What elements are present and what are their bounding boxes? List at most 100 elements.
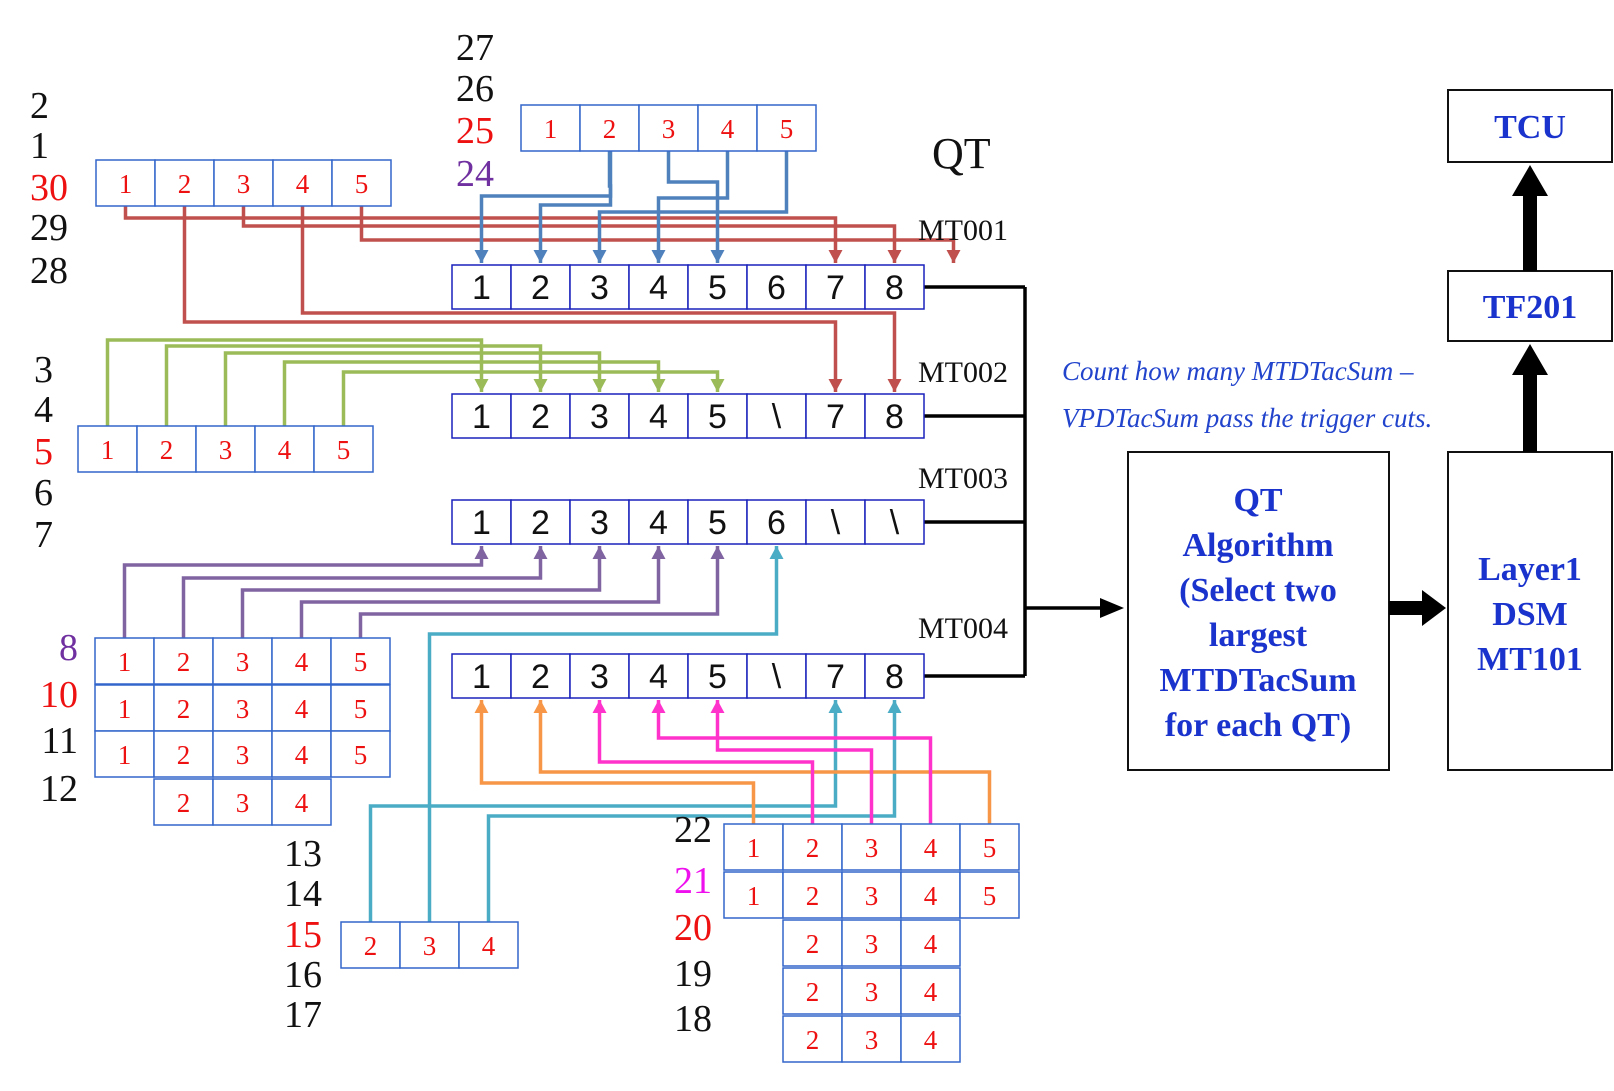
detector-cell bbox=[959, 823, 1020, 871]
signal-wire bbox=[164, 344, 543, 426]
detector-cell bbox=[782, 871, 843, 919]
detector-cell-label: 5 bbox=[780, 114, 794, 144]
layer1-dsm-box bbox=[1447, 451, 1613, 771]
qt-cell bbox=[628, 393, 689, 439]
wire-arrowhead bbox=[710, 379, 725, 392]
detector-cell bbox=[153, 730, 214, 778]
detector-cell bbox=[271, 778, 332, 826]
detector-cell bbox=[313, 425, 374, 473]
detector-cell-label: 4 bbox=[924, 1025, 938, 1055]
qt-cell-label: 5 bbox=[708, 658, 727, 696]
wire-arrowhead bbox=[710, 546, 725, 559]
qt-cell-label: 4 bbox=[649, 658, 668, 696]
backleg-label: 4 bbox=[34, 389, 53, 431]
qt-cell-label: 3 bbox=[590, 269, 609, 307]
signal-wire bbox=[656, 151, 730, 263]
qt-cell-label: 5 bbox=[708, 504, 727, 542]
backleg-label: 21 bbox=[674, 860, 712, 902]
backleg-label: 11 bbox=[41, 720, 78, 762]
qt-cell-label: 3 bbox=[590, 504, 609, 542]
detector-cell bbox=[271, 637, 332, 685]
detector-cell bbox=[900, 1015, 961, 1063]
qt-board-name: MT002 bbox=[918, 356, 1008, 389]
detector-cell-label: 3 bbox=[236, 694, 250, 724]
detector-cell bbox=[841, 919, 902, 967]
qt-cell bbox=[805, 499, 866, 545]
detector-cell bbox=[94, 730, 155, 778]
qt-cell-label: 5 bbox=[708, 269, 727, 307]
layer1-line-1: Layer1 bbox=[1478, 551, 1582, 588]
qt-board-name: MT003 bbox=[918, 462, 1008, 495]
detector-cell bbox=[841, 1015, 902, 1063]
backleg-label: 2 bbox=[30, 85, 49, 127]
tcu-box bbox=[1447, 89, 1613, 163]
detector-cell-label: 5 bbox=[355, 169, 369, 199]
backleg-label: 14 bbox=[284, 873, 322, 915]
qt-cell-label: 2 bbox=[531, 269, 550, 307]
qt-cell bbox=[864, 264, 925, 310]
detector-cell-label: 2 bbox=[364, 931, 378, 961]
wire-arrowhead bbox=[828, 700, 843, 713]
detector-cell-label: 3 bbox=[865, 881, 879, 911]
detector-cell bbox=[458, 921, 519, 969]
backleg-label: 3 bbox=[34, 349, 53, 391]
signal-wire bbox=[240, 546, 602, 638]
qt-cell-label: \ bbox=[831, 504, 841, 542]
tf201-label: TF201 bbox=[1483, 289, 1577, 326]
detector-cell-label: 4 bbox=[924, 977, 938, 1007]
detector-cell-label: 4 bbox=[924, 833, 938, 863]
detector-cell bbox=[723, 871, 784, 919]
signal-wire bbox=[182, 206, 838, 392]
wire-layer bbox=[105, 151, 1124, 922]
algorithm-line-6: for each QT) bbox=[1165, 707, 1351, 744]
signal-wire bbox=[299, 546, 661, 638]
detector-cell-label: 4 bbox=[296, 169, 310, 199]
qt-cell bbox=[687, 653, 748, 699]
qt-cell bbox=[864, 499, 925, 545]
detector-cell-label: 3 bbox=[219, 435, 233, 465]
detector-cell-label: 2 bbox=[177, 740, 191, 770]
qt-cell bbox=[687, 264, 748, 310]
qt-cell bbox=[746, 393, 807, 439]
detector-cell bbox=[213, 159, 274, 207]
detector-cell bbox=[330, 684, 391, 732]
signal-wire bbox=[241, 206, 897, 263]
signal-wire bbox=[105, 338, 484, 426]
detector-cell-label: 2 bbox=[178, 169, 192, 199]
backleg-label: 13 bbox=[284, 833, 322, 875]
qt-cell-label: 6 bbox=[767, 504, 786, 542]
qt-cell bbox=[864, 653, 925, 699]
detector-cell-label: 5 bbox=[983, 833, 997, 863]
detector-cell bbox=[271, 730, 332, 778]
detector-cell bbox=[782, 967, 843, 1015]
detector-cell bbox=[331, 159, 392, 207]
detector-cell-label: 1 bbox=[101, 435, 115, 465]
tf201-box bbox=[1447, 270, 1613, 342]
detector-cell-label: 1 bbox=[119, 169, 133, 199]
qt-cell bbox=[628, 499, 689, 545]
qt-cell bbox=[451, 653, 512, 699]
detector-cell-label: 1 bbox=[747, 833, 761, 863]
detector-cell-label: 5 bbox=[337, 435, 351, 465]
wire-arrowhead bbox=[651, 379, 666, 392]
backleg-label: 22 bbox=[674, 809, 712, 851]
detector-cell bbox=[959, 871, 1020, 919]
flow-arrows bbox=[1389, 165, 1548, 626]
arrow-tf-to-tcu-head bbox=[1512, 165, 1548, 196]
wire-arrowhead bbox=[887, 379, 902, 392]
detector-cell bbox=[340, 921, 401, 969]
qt-cell-label: \ bbox=[772, 398, 782, 436]
detector-cell-label: 4 bbox=[482, 931, 496, 961]
backleg-label: 24 bbox=[456, 153, 494, 195]
backleg-label: 25 bbox=[456, 110, 494, 152]
qt-cell-label: 1 bbox=[472, 269, 491, 307]
detector-cell-label: 4 bbox=[295, 740, 309, 770]
detector-cell bbox=[154, 159, 215, 207]
backleg-label: 18 bbox=[674, 998, 712, 1040]
qt-cell bbox=[805, 653, 866, 699]
wire-arrowhead bbox=[474, 379, 489, 392]
wire-arrowhead bbox=[533, 546, 548, 559]
qt-cell bbox=[451, 499, 512, 545]
